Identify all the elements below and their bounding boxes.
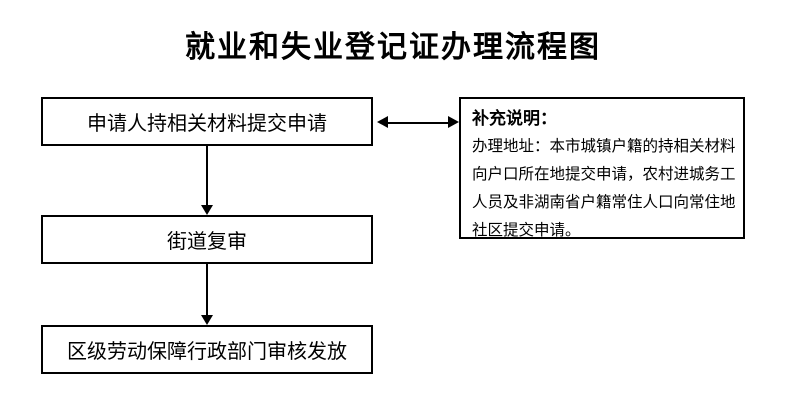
arrow-head-icon: [201, 315, 213, 325]
step-district-approval-label: 区级劳动保障行政部门审核发放: [67, 341, 347, 363]
note-body-line: 办理地址：本市城镇户籍的持相关材料: [472, 138, 736, 155]
double-arrow-icon: [377, 116, 459, 129]
note-body-line: 人员及非湖南省户籍常住人口向常住地: [472, 194, 736, 211]
arrow-stem: [206, 146, 208, 205]
arrow-down-icon: [201, 264, 213, 325]
arrow-head-left-icon: [377, 116, 388, 128]
arrow-down-icon: [201, 146, 213, 215]
step-submit-application-box: 申请人持相关材料提交申请: [41, 97, 373, 146]
step-district-approval-box: 区级劳动保障行政部门审核发放: [41, 325, 373, 374]
arrow-head-right-icon: [448, 116, 459, 128]
arrow-stem: [206, 264, 208, 315]
step-submit-application-label: 申请人持相关材料提交申请: [87, 113, 327, 135]
supplementary-note-box: 补充说明： 办理地址：本市城镇户籍的持相关材料 向户口所在地提交申请，农村进城务…: [459, 97, 745, 239]
step-street-review-label: 街道复审: [167, 231, 247, 253]
page-title: 就业和失业登记证办理流程图: [185, 31, 601, 64]
note-heading: 补充说明：: [472, 109, 557, 128]
step-street-review-box: 街道复审: [41, 215, 373, 264]
note-body-line: 向户口所在地提交申请，农村进城务工: [472, 166, 736, 183]
note-body-line: 社区提交申请。: [472, 222, 581, 239]
arrow-stem: [386, 121, 450, 124]
arrow-head-icon: [201, 205, 213, 215]
